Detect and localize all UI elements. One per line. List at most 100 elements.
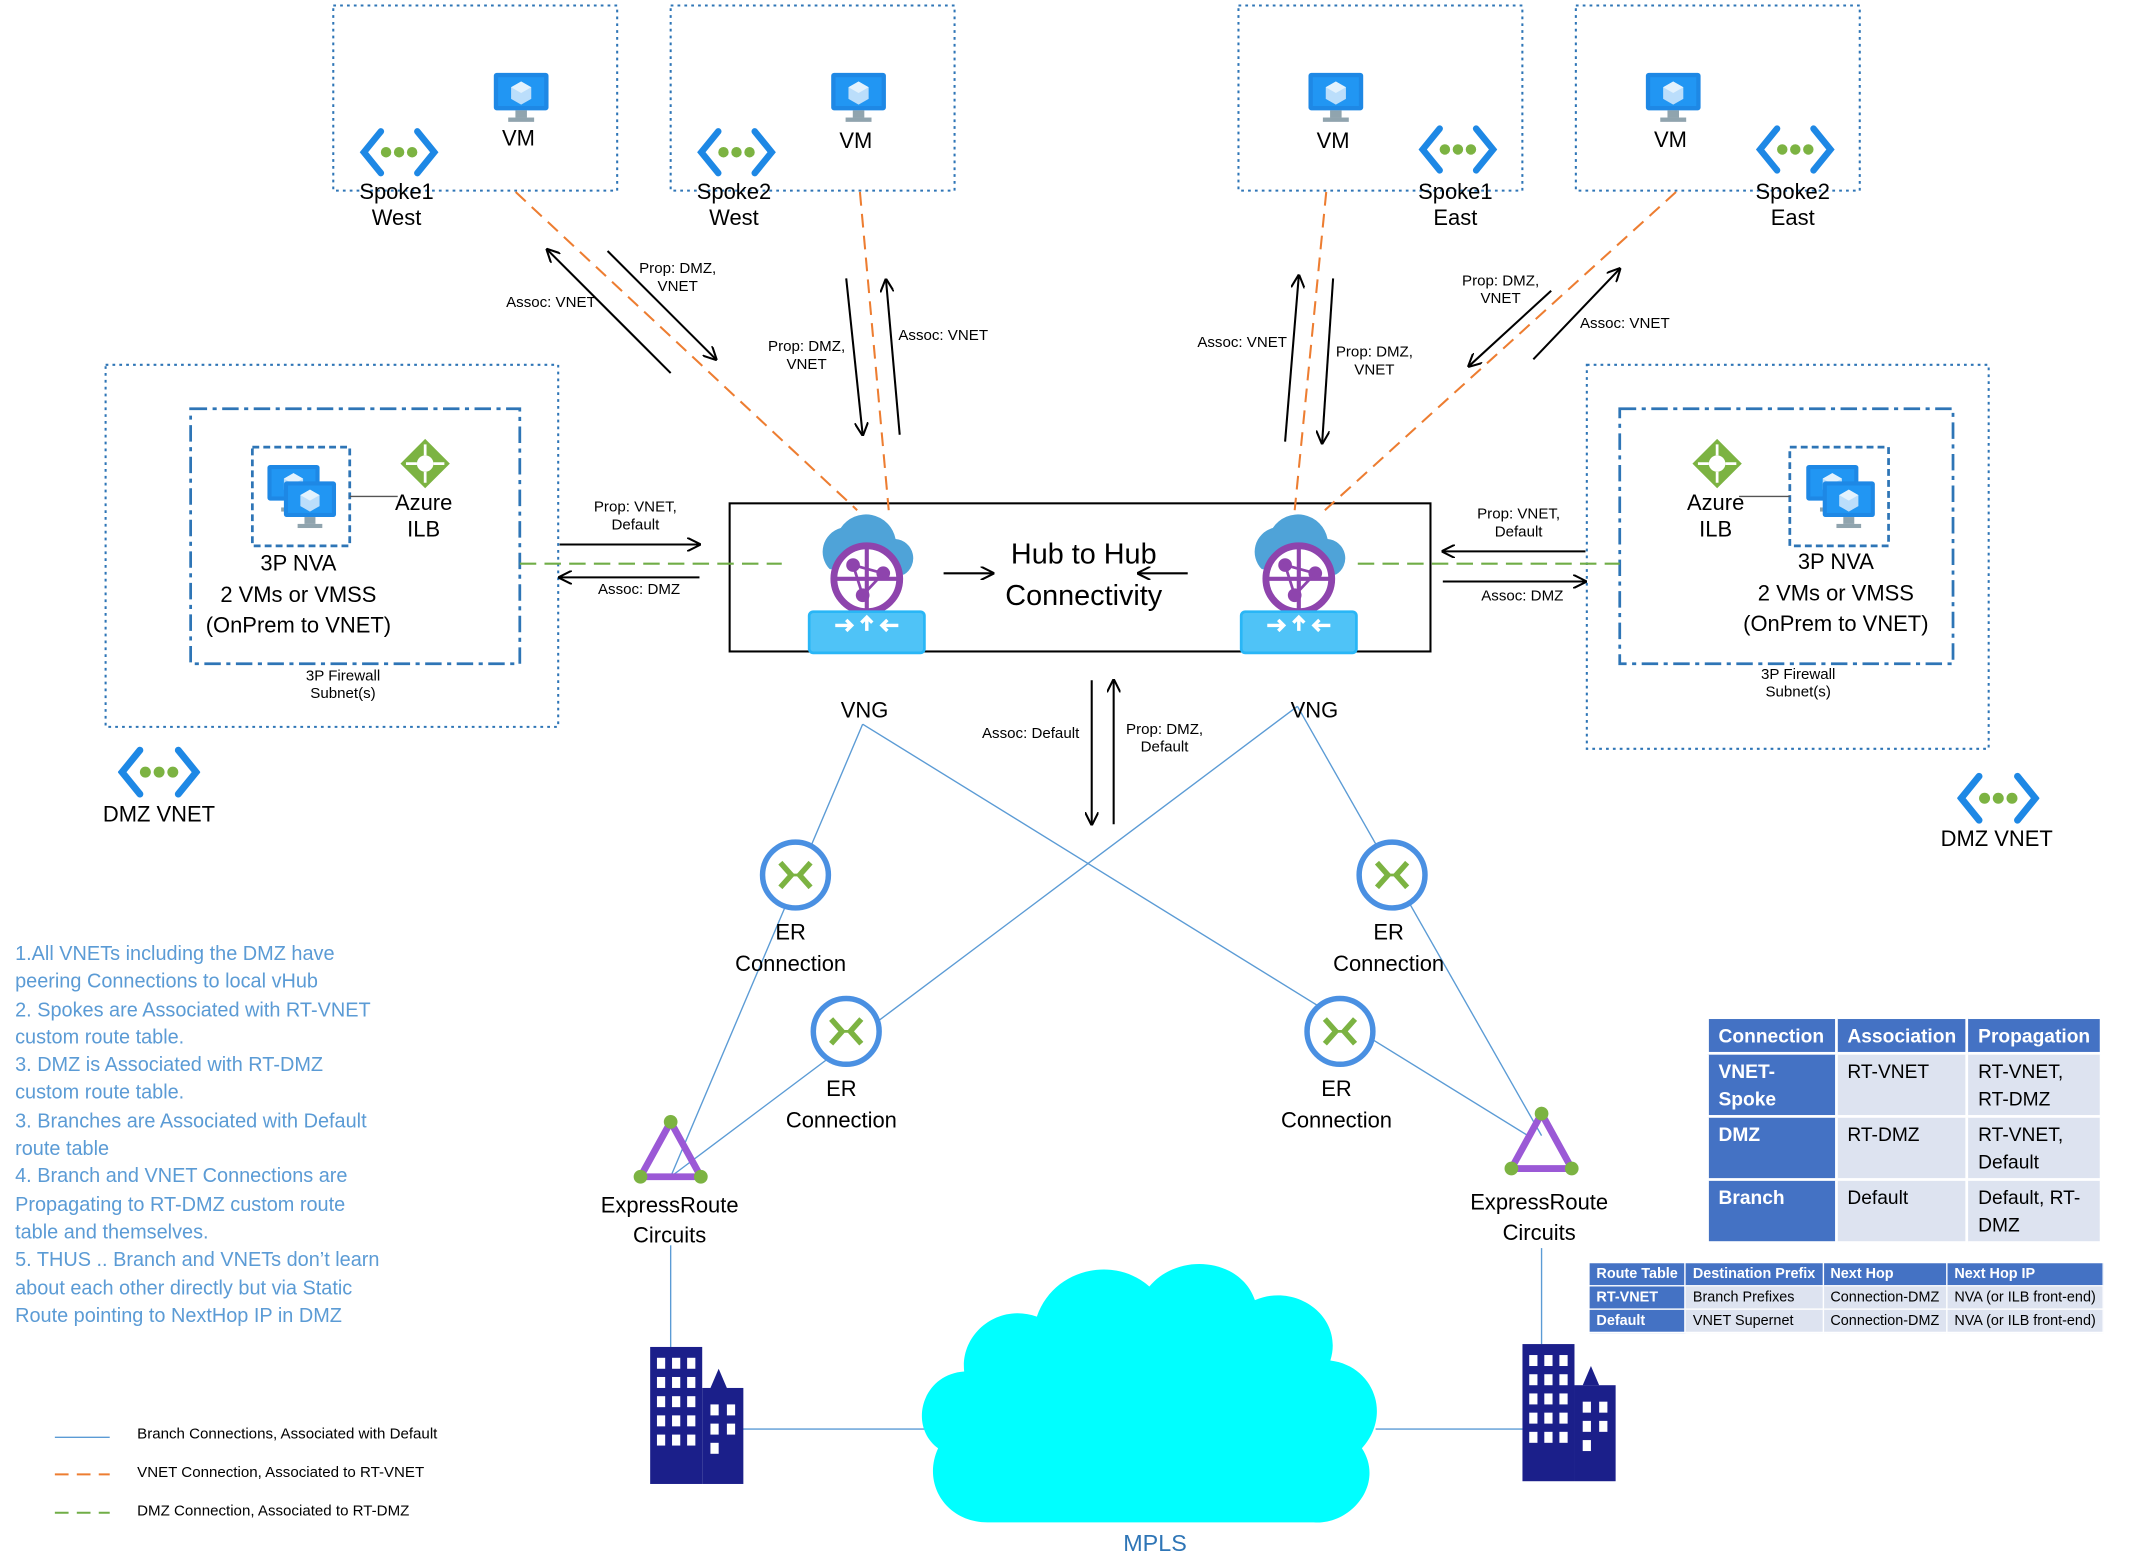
- ilb-label: Azure ILB: [1686, 492, 1745, 542]
- table-row: Branch Default Default, RT- DMZ: [1706, 1178, 2103, 1244]
- note-item: 4. Branch and VNET Connections are Propa…: [15, 1166, 348, 1244]
- table-row: VNET-Spoke RT-VNET RT-VNET, RT-DMZ: [1706, 1051, 2103, 1118]
- table-cell: RT-VNET, RT-DMZ: [1965, 1051, 2103, 1118]
- table-header: Propagation: [1965, 1016, 2103, 1055]
- table-cell: NVA (or ILB front-end): [1946, 1285, 2104, 1310]
- vng-label: VNG: [1290, 699, 1339, 723]
- arrow-label: Assoc: Default: [981, 725, 1080, 742]
- note-item: 5. THUS .. Branch and VNETs don’t learn …: [15, 1249, 380, 1328]
- mpls-label: MPLS: [1123, 1530, 1187, 1557]
- dmz-east-subnet-box: [1618, 407, 1955, 666]
- dmz-vnet-label: DMZ VNET: [1940, 828, 2053, 852]
- notes-panel: 1.All VNETs including the DMZ have peeri…: [15, 941, 385, 1331]
- vng-label: VNG: [840, 699, 889, 723]
- vnet-icon: [701, 131, 771, 173]
- arrow-label: Assoc: VNET: [506, 294, 596, 312]
- legend-item: DMZ Connection, Associated to RT-DMZ: [137, 1503, 410, 1520]
- dmz-west-subnet-box: [189, 407, 522, 666]
- table-cell: Connection-DMZ: [1822, 1308, 1948, 1334]
- table-row: Default VNET Supernet Connection-DMZ NVA…: [1588, 1308, 2104, 1334]
- vm-label: VM: [1316, 130, 1350, 154]
- spoke-name: Spoke1 East: [1418, 181, 1493, 231]
- expressroute-label: ExpressRoute Circuits: [600, 1194, 739, 1249]
- spoke2-west-box: [669, 4, 956, 192]
- er-connection-label: ER Connection: [1333, 921, 1445, 977]
- arrow-label: Prop: VNET, Default: [1477, 506, 1561, 541]
- expressroute-icon: [1505, 1107, 1579, 1176]
- dmz-west-outer-box: [104, 363, 560, 728]
- load-balancer-icon: [1691, 437, 1744, 490]
- er-connection-icon: [1359, 842, 1425, 908]
- table-cell: Default: [1588, 1308, 1687, 1334]
- vnet-icon: [1760, 129, 1830, 171]
- arrow-label: Assoc: VNET: [1197, 334, 1288, 352]
- nva-label: 3P NVA 2 VMs or VMSS (OnPrem to VNET): [1743, 551, 1929, 637]
- arrow-label: Prop: DMZ, VNET: [768, 338, 846, 374]
- vnet-icon: [1961, 776, 2035, 820]
- dmz-east-outer-box: [1585, 363, 1990, 750]
- building-icon: [1522, 1344, 1616, 1482]
- arrow-label: Assoc: VNET: [1579, 315, 1670, 332]
- table-header: Next Hop IP: [1946, 1261, 2104, 1287]
- arrow-label: Prop: DMZ, VNET: [1335, 344, 1413, 379]
- vm-icon: [1308, 72, 1364, 122]
- table-cell: RT-VNET, Default: [1965, 1115, 2103, 1181]
- dmz-vnet-label: DMZ VNET: [102, 803, 216, 828]
- vm-icon: [831, 72, 886, 122]
- arrow-label: Prop: DMZ, VNET: [639, 260, 717, 296]
- table-row: RT-VNET Branch Prefixes Connection-DMZ N…: [1588, 1285, 2104, 1310]
- note-item: 3. Branches are Associated with Default …: [15, 1110, 367, 1161]
- vm-icon: [493, 72, 549, 122]
- vm-label: VM: [501, 127, 535, 151]
- vnet-icon: [364, 131, 434, 173]
- route-table: Route Table Destination Prefix Next Hop …: [1588, 1261, 2104, 1334]
- load-balancer-icon: [399, 437, 452, 490]
- legend-item: Branch Connections, Associated with Defa…: [137, 1426, 438, 1443]
- note-item: 1.All VNETs including the DMZ have peeri…: [15, 943, 335, 994]
- table-cell: VNET Supernet: [1684, 1308, 1824, 1334]
- er-connection-icon: [813, 998, 879, 1064]
- table-cell: DMZ: [1706, 1115, 1838, 1181]
- subnet-label: 3P Firewall Subnet(s): [1761, 666, 1836, 702]
- mpls-cloud-icon: [921, 1263, 1377, 1523]
- expressroute-label: ExpressRoute Circuits: [1470, 1191, 1609, 1246]
- spoke-name: Spoke2 West: [696, 181, 772, 231]
- vm-icon: [1822, 481, 1875, 529]
- vnet-icon: [1423, 129, 1493, 171]
- arrow-label: Assoc: VNET: [898, 327, 989, 345]
- subnet-label: 3P Firewall Subnet(s): [305, 667, 381, 703]
- hub-label: Hub to Hub Connectivity: [1005, 538, 1163, 612]
- vnet-icon: [122, 750, 196, 794]
- arrow-label: Prop: DMZ, Default: [1126, 721, 1204, 756]
- note-item: 3. DMZ is Associated with RT-DMZ custom …: [15, 1054, 324, 1105]
- table-header: Connection: [1706, 1016, 1838, 1055]
- spoke1-west-box: [332, 4, 619, 192]
- arrow-label: Prop: DMZ, VNET: [1462, 272, 1540, 308]
- spoke1-east-box: [1237, 4, 1524, 192]
- vm-icon: [283, 481, 337, 529]
- table-cell: NVA (or ILB front-end): [1946, 1308, 2104, 1334]
- spoke-name: Spoke1 West: [359, 181, 434, 231]
- er-connection-icon: [763, 842, 829, 908]
- er-connection-label: ER Connection: [785, 1077, 897, 1133]
- table-cell: Default: [1835, 1178, 1969, 1244]
- table-header: Next Hop: [1822, 1261, 1948, 1287]
- legend-item: VNET Connection, Associated to RT-VNET: [137, 1464, 425, 1482]
- er-connection-icon: [1307, 998, 1373, 1064]
- vm-icon: [1645, 72, 1701, 122]
- arrow-label: Prop: VNET, Default: [593, 499, 677, 534]
- vm-label: VM: [839, 130, 873, 154]
- table-cell: RT-VNET: [1835, 1051, 1969, 1118]
- table-header: Association: [1835, 1016, 1969, 1055]
- table-cell: Branch Prefixes: [1684, 1285, 1824, 1310]
- table-cell: RT-VNET: [1588, 1285, 1687, 1310]
- nva-label: 3P NVA 2 VMs or VMSS (OnPrem to VNET): [205, 552, 392, 638]
- spoke-name: Spoke2 East: [1755, 181, 1830, 231]
- spoke2-east-box: [1574, 4, 1861, 192]
- table-cell: Default, RT- DMZ: [1965, 1178, 2103, 1244]
- table-cell: VNET-Spoke: [1706, 1051, 1838, 1118]
- table-cell: RT-DMZ: [1835, 1115, 1969, 1181]
- vm-label: VM: [1654, 128, 1687, 153]
